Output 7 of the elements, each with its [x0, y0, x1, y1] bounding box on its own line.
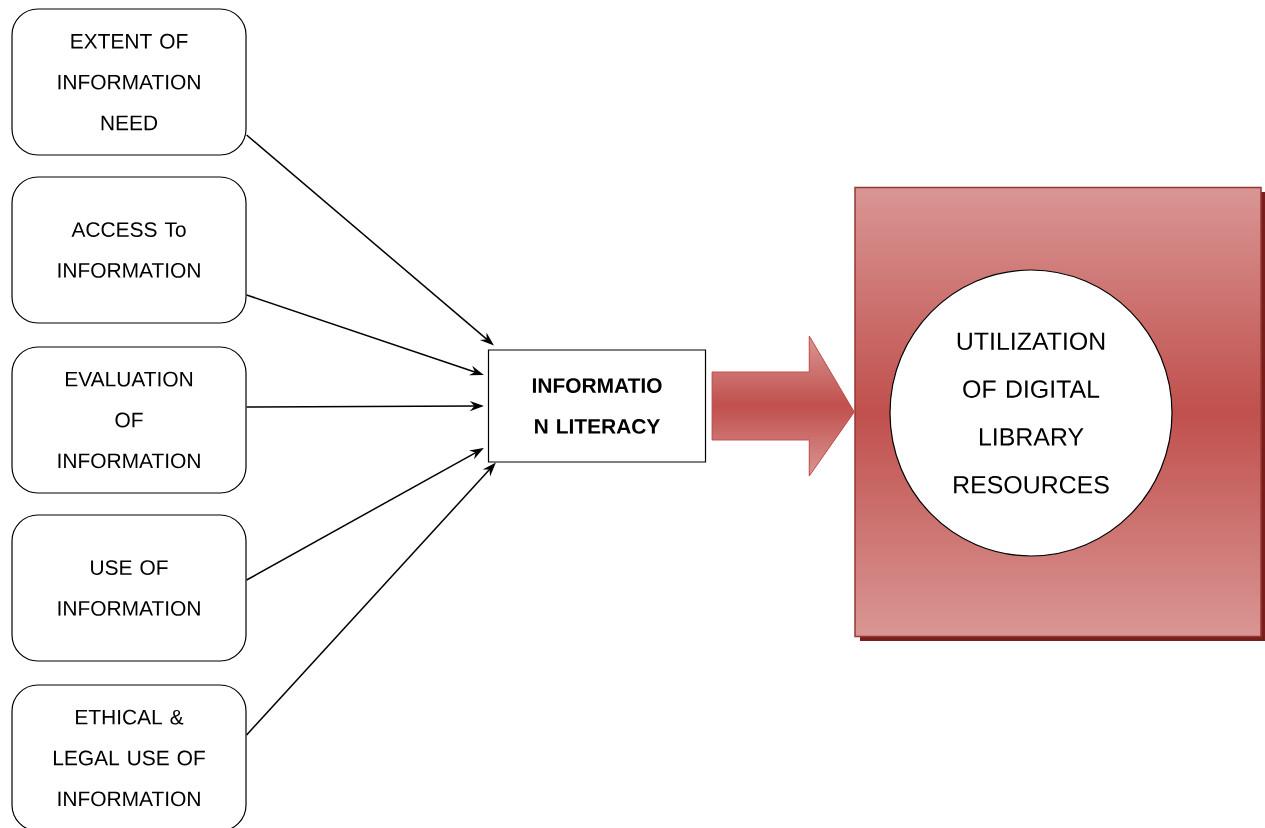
factor-box: EXTENT OF INFORMATION NEED	[11, 8, 247, 156]
factor-box: ETHICAL & LEGAL USE OF INFORMATION	[11, 684, 247, 828]
factor-box: ACCESS To INFORMATION	[11, 176, 247, 324]
factor-box: EVALUATION OF INFORMATION	[11, 346, 247, 494]
factor-box: USE OF INFORMATION	[11, 514, 247, 662]
concept-box: INFORMATIO N LITERACY	[487, 349, 707, 463]
block-arrow	[711, 335, 855, 477]
